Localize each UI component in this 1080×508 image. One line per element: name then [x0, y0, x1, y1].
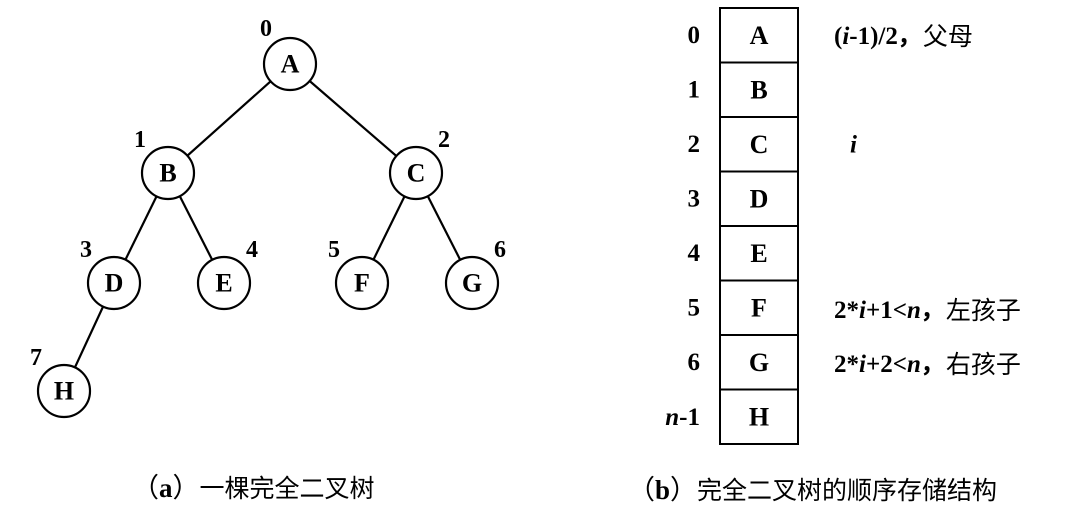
caption-b: （b）完全二叉树的顺序存储结构 — [628, 475, 997, 505]
tree-node-label: D — [105, 269, 124, 298]
array-row-index: 6 — [688, 349, 701, 376]
tree-edge-a-c — [289, 63, 417, 174]
array-row-3: D3 — [688, 170, 799, 227]
array-row-index: 4 — [688, 240, 701, 267]
tree-node-circle — [86, 255, 142, 311]
tree-node-g: G6 — [444, 237, 506, 311]
array-row-index: 1 — [688, 76, 701, 103]
array-cell-value: B — [750, 75, 767, 104]
array-cell-value: C — [750, 130, 769, 159]
array-row-4: E4 — [688, 225, 799, 282]
caption-b-label: b — [655, 475, 670, 505]
tree-node-h: H7 — [30, 345, 92, 419]
tree-edge-a-b — [167, 63, 291, 174]
caption-a: （a）一棵完全二叉树 — [132, 473, 375, 503]
tree-edges — [63, 63, 473, 392]
annotation-parent: (i-1)/2，父母 — [834, 22, 973, 51]
tree-node-label: C — [407, 159, 426, 188]
array-row-1: B1 — [688, 61, 799, 118]
array-row-7: Hn-1 — [665, 388, 799, 445]
annotation-right-child: 2*i+2<n，右孩子 — [834, 350, 1021, 379]
array-cell-value: F — [751, 293, 767, 322]
array-cell-value: D — [750, 184, 769, 213]
tree-node-index: 7 — [30, 345, 42, 371]
array-row-index: n-1 — [665, 403, 700, 430]
tree-node-circle — [262, 36, 318, 92]
array-row-2: C2 — [688, 116, 799, 173]
tree-node-c: C2 — [388, 127, 450, 201]
tree-node-index: 0 — [260, 16, 272, 42]
array-row-index: 0 — [688, 22, 701, 49]
tree-node-index: 3 — [80, 237, 92, 263]
array-cell-value: A — [750, 21, 769, 50]
array-row-index: 5 — [688, 294, 701, 321]
tree-node-label: A — [281, 50, 300, 79]
array-row-index: 2 — [688, 131, 701, 158]
tree-node-d: D3 — [80, 237, 142, 311]
tree-node-label: B — [159, 159, 176, 188]
tree-node-circle — [36, 363, 92, 419]
array-cell-value: E — [750, 239, 767, 268]
array-row-0: A0 — [688, 7, 799, 64]
tree-node-circle — [334, 255, 390, 311]
caption-b-text: 完全二叉树的顺序存储结构 — [697, 476, 997, 505]
tree-node-index: 6 — [494, 237, 506, 263]
tree-node-circle — [388, 145, 444, 201]
tree-node-a: A0 — [260, 16, 318, 92]
tree-node-circle — [196, 255, 252, 311]
array-cell-value: G — [749, 348, 769, 377]
array-annotations: (i-1)/2，父母 i 2*i+1<n，左孩子 2*i+2<n，右孩子 — [834, 22, 1021, 379]
tree-node-circle — [140, 145, 196, 201]
array-cell — [719, 225, 799, 282]
array-cell — [719, 388, 799, 445]
array-cell — [719, 279, 799, 336]
annotation-current: i — [850, 132, 857, 159]
array-cell — [719, 334, 799, 391]
tree-node-b: B1 — [134, 127, 196, 201]
caption-a-label: a — [159, 473, 173, 503]
tree-node-label: H — [54, 377, 74, 406]
tree-node-label: G — [462, 269, 482, 298]
tree-node-index: 2 — [438, 127, 450, 153]
tree-node-f: F5 — [328, 237, 390, 311]
array-row-6: G6 — [688, 334, 799, 391]
tree-node-label: E — [215, 269, 232, 298]
array-cell-value: H — [749, 402, 769, 431]
tree-node-index: 4 — [246, 237, 258, 263]
tree-node-e: E4 — [196, 237, 258, 311]
tree-node-index: 5 — [328, 237, 340, 263]
annotation-left-child: 2*i+1<n，左孩子 — [834, 296, 1021, 325]
tree-node-index: 1 — [134, 127, 146, 153]
array-cell — [719, 7, 799, 64]
array-cell — [719, 116, 799, 173]
tree-node-label: F — [354, 269, 370, 298]
array-row-index: 3 — [688, 185, 701, 212]
array-row-5: F5 — [688, 279, 799, 336]
caption-a-text: 一棵完全二叉树 — [200, 474, 375, 503]
tree-node-circle — [444, 255, 500, 311]
